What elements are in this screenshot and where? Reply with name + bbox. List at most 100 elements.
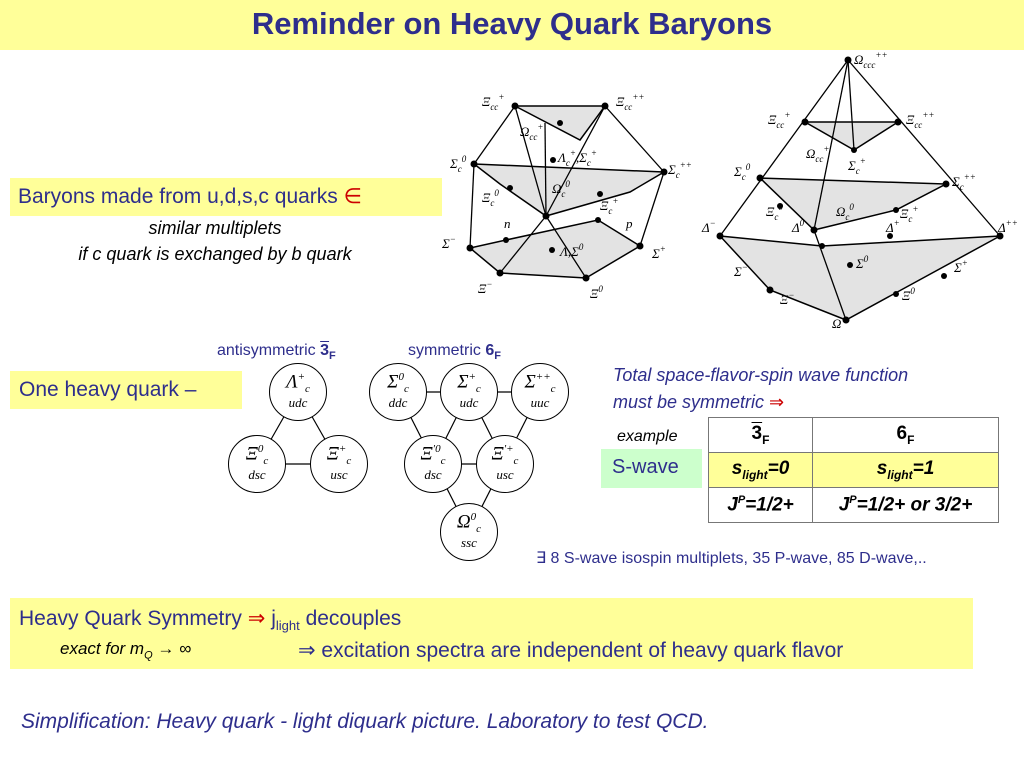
- svg-text:Λc+,Σc+: Λc+,Σc+: [556, 148, 597, 168]
- svg-text:Ξc+: Ξc+: [900, 204, 918, 224]
- multiplet-count-note: ∃ 8 S-wave isospin multiplets, 35 P-wave…: [536, 550, 927, 567]
- baryon-charge: ′+: [503, 443, 514, 455]
- hqs-box: [10, 598, 973, 669]
- svg-text:Ωccc++: Ωccc++: [854, 50, 888, 70]
- charm-subscript: c: [440, 455, 446, 468]
- slide-title: Reminder on Heavy Quark Baryons: [251, 6, 773, 41]
- table-row-jp: JP=1/2+ JP=1/2+ or 3/2+: [708, 487, 999, 523]
- baryon-charge: 0: [470, 511, 477, 523]
- charm-subscript: c: [403, 383, 409, 396]
- baryon-charge: ++: [535, 371, 551, 383]
- cell-jp-sextet: JP=1/2+ or 3/2+: [812, 487, 999, 523]
- quark-content: usc: [496, 467, 514, 483]
- svg-text:Δ0: Δ0: [791, 218, 805, 235]
- table-header-row: 3F 6F: [708, 417, 999, 453]
- charm-subscript: c: [305, 383, 310, 396]
- quark-content: dsc: [424, 467, 442, 483]
- svg-text:Ωcc+: Ωcc+: [806, 144, 829, 164]
- svg-text:Σc+: Σc+: [847, 156, 866, 176]
- antisymmetric-label: antisymmetric 3F: [217, 342, 336, 363]
- hqs-line2: ⇒ excitation spectra are independent of …: [298, 639, 844, 662]
- svg-text:Ξcc+: Ξcc+: [482, 92, 504, 112]
- svg-text:Σc++: Σc++: [667, 160, 692, 180]
- baryon-symbol: Ξ: [326, 443, 339, 465]
- cell-slight-sextet: slight=1: [812, 452, 999, 488]
- svg-text:Ωcc+: Ωcc+: [520, 122, 543, 142]
- charm-subscript: c: [263, 455, 269, 468]
- svg-text:p: p: [625, 216, 633, 231]
- bottom-plane: [468, 219, 642, 279]
- svg-text:Ξ−: Ξ−: [780, 290, 794, 307]
- baryon-symbol: Ω: [456, 511, 471, 533]
- baryon-symbol: Ξ: [245, 443, 258, 465]
- multiplets-note-1: similar multiplets: [148, 218, 282, 238]
- svg-text:Σc0: Σc0: [733, 162, 751, 182]
- baryons-text: Baryons made from u,d,s,c quarks ∈: [18, 185, 362, 208]
- middle-plane: [471, 163, 667, 217]
- baryon-symbol: Σ: [524, 371, 536, 393]
- baryon-symbol: Σ: [387, 371, 399, 393]
- cell-slight-antitriplet: slight=0: [708, 452, 813, 488]
- svg-text:Ξcc+: Ξcc+: [768, 110, 790, 130]
- svg-text:Ξcc++: Ξcc++: [616, 92, 644, 112]
- baryon-charge: 0: [398, 371, 404, 383]
- baryon-charge: 0: [257, 443, 264, 455]
- baryon-charge: +: [468, 371, 476, 383]
- charm-subscript: c: [513, 455, 519, 468]
- bottom-plane: [718, 235, 1001, 321]
- wavefunction-note-1: Total space-flavor-spin wave function: [613, 365, 909, 385]
- svg-text:Ξ−: Ξ−: [478, 279, 492, 296]
- quark-content: dsc: [248, 467, 266, 483]
- svg-text:Λ,Σ0: Λ,Σ0: [558, 242, 584, 259]
- title-bar: [0, 0, 1024, 50]
- svg-text:Ξc0: Ξc0: [482, 188, 499, 208]
- header-antitriplet: 3F: [708, 417, 813, 453]
- swave-label: S-wave: [612, 456, 679, 478]
- baryon-symbol: Ξ: [491, 443, 504, 465]
- baryon-charge: ′0: [432, 443, 441, 455]
- quark-content: ssc: [461, 535, 477, 551]
- svg-text:Σ−: Σ−: [441, 234, 456, 251]
- charm-subscript: c: [475, 383, 481, 396]
- baryons-box: [10, 178, 442, 216]
- svg-text:Ξ0: Ξ0: [902, 286, 915, 303]
- top-triangle: [802, 121, 901, 151]
- svg-text:Σ+: Σ+: [651, 244, 666, 261]
- svg-text:Ω−: Ω−: [832, 314, 847, 331]
- svg-text:Δ+: Δ+: [885, 218, 900, 235]
- svg-text:Σ−: Σ−: [733, 262, 748, 279]
- cell-jp-antitriplet: JP=1/2+: [708, 487, 813, 523]
- baryon-charge: +: [297, 371, 306, 383]
- example-label: example: [617, 428, 678, 445]
- right-polyhedron-diagram: Ωccc++ Ξcc+ Ξcc++ Ωcc+ Σc0 Σc+ Σc++ Ξc0 …: [701, 50, 1018, 331]
- element-of-symbol: ∈: [343, 185, 362, 208]
- svg-text:Σc0: Σc0: [449, 154, 467, 174]
- baryon-symbol: Λ: [286, 371, 298, 393]
- svg-text:Ξcc++: Ξcc++: [906, 110, 934, 130]
- svg-text:Ξc+: Ξc+: [600, 196, 618, 216]
- simplification-note: Simplification: Heavy quark - light diqu…: [21, 710, 709, 733]
- header-sextet: 6F: [812, 417, 999, 453]
- svg-text:Σ+: Σ+: [953, 258, 968, 275]
- quark-content: udc: [459, 395, 479, 411]
- symmetric-label: symmetric 6F: [408, 342, 501, 363]
- swave-box: [601, 449, 702, 488]
- multiplets-note-2: if c quark is exchanged by b quark: [78, 244, 352, 264]
- one-heavy-quark-box: [10, 371, 242, 409]
- implies-arrow: ⇒: [247, 607, 266, 630]
- svg-text:Δ++: Δ++: [997, 218, 1018, 235]
- svg-text:Δ−: Δ−: [701, 218, 716, 235]
- charm-subscript: c: [346, 455, 352, 468]
- table-row-slight: slight=0 slight=1: [708, 452, 999, 488]
- quark-content: usc: [330, 467, 348, 483]
- quark-content: udc: [288, 395, 308, 411]
- charm-subscript: c: [550, 383, 556, 396]
- svg-text:Ξ0: Ξ0: [590, 284, 603, 301]
